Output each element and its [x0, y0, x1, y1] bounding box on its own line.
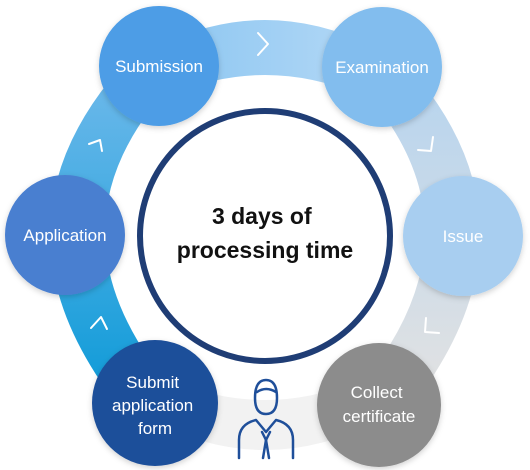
- center-line-2: processing time: [177, 237, 353, 263]
- step-submit-application-form-label-1: Submit: [126, 373, 179, 392]
- chevron-up-right-icon: [88, 139, 103, 152]
- svg-text:Submission: Submission: [115, 57, 203, 76]
- svg-text:3 days of processing tim: 3 days of processing time: [177, 203, 353, 263]
- step-issue-label: Issue: [443, 227, 484, 246]
- center-hub: 3 days of processing time: [137, 108, 393, 364]
- chevron-down-icon: [417, 136, 434, 152]
- step-submission: Submission: [99, 6, 219, 126]
- chevron-down-left-icon: [424, 317, 440, 334]
- person-icon: [237, 378, 295, 460]
- svg-text:Collect certificate: Collect certificate: [343, 383, 416, 426]
- step-submit-application-form: Submit application form: [92, 340, 218, 466]
- step-issue: Issue: [403, 176, 523, 296]
- step-submission-label: Submission: [115, 57, 203, 76]
- step-submit-application-form-label-3: form: [138, 419, 172, 438]
- step-application: Application: [5, 175, 125, 295]
- step-submit-application-form-label-2: application: [112, 396, 193, 415]
- chevron-right-icon: [257, 32, 269, 56]
- step-collect-certificate-label-2: certificate: [343, 407, 416, 426]
- svg-text:Application: Application: [23, 226, 106, 245]
- center-line-1: 3 days of: [212, 203, 312, 229]
- step-application-label: Application: [23, 226, 106, 245]
- svg-text:Issue: Issue: [443, 227, 484, 246]
- step-examination: Examination: [322, 7, 442, 127]
- step-collect-certificate-label-1: Collect: [351, 383, 403, 402]
- chevron-up-left-icon: [90, 316, 108, 330]
- step-examination-label: Examination: [335, 58, 429, 77]
- svg-text:Submit application: Submit application form: [112, 373, 198, 438]
- step-collect-certificate: Collect certificate: [317, 343, 441, 467]
- svg-text:Examination: Examination: [335, 58, 429, 77]
